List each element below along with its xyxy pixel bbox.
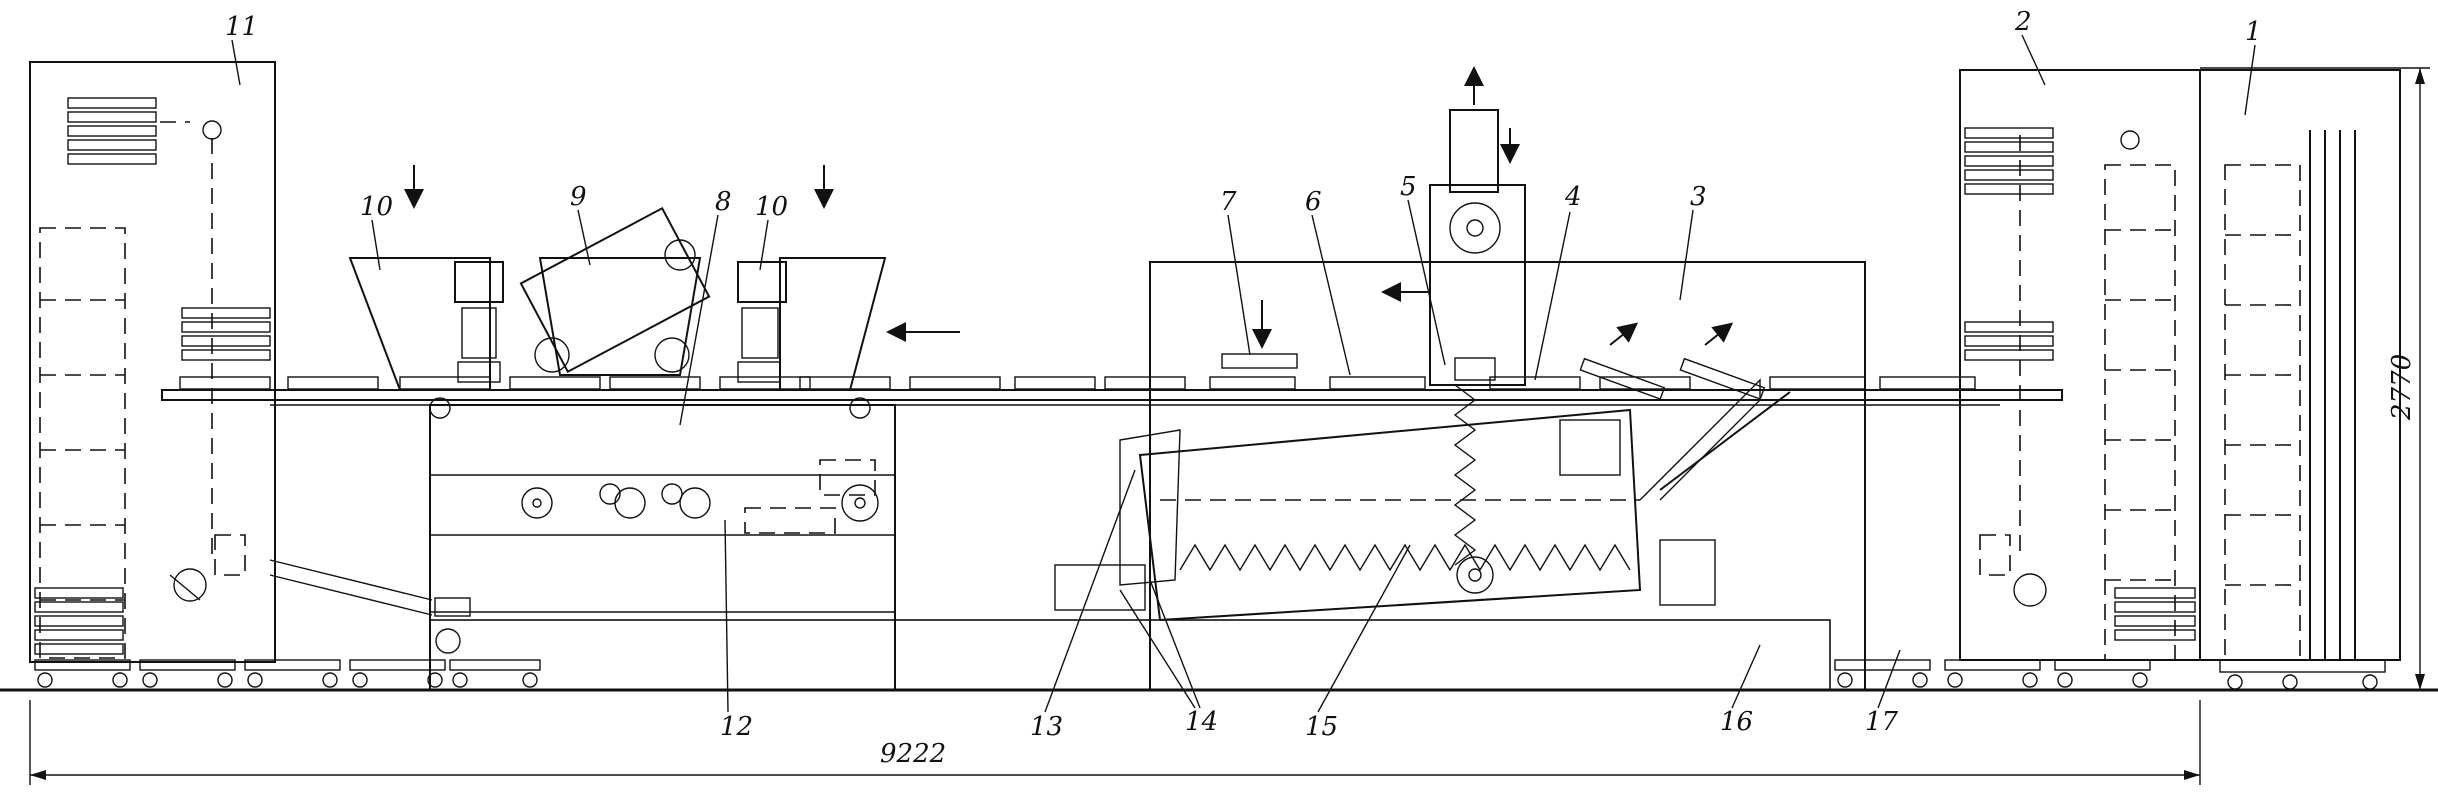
callout-2: 2	[2014, 7, 2032, 37]
dimension-overall-height: 2770	[2200, 67, 2430, 690]
dimension-height-label: 2770	[2387, 354, 2417, 421]
callout-9: 9	[570, 182, 587, 212]
right-rack-stacker	[1834, 69, 2201, 688]
drive-cabinet	[269, 397, 1831, 691]
deflector-4	[1579, 357, 1766, 400]
callout-4: 4	[1564, 182, 1582, 212]
callout-17: 17	[1865, 707, 1899, 737]
callout-3: 3	[1690, 182, 1707, 212]
dimension-overall-length: 9222	[29, 700, 2201, 785]
callout-10b: 10	[755, 192, 788, 222]
callout-14: 14	[1185, 707, 1218, 737]
dough-divider-left	[348, 257, 504, 391]
callout-10a: 10	[360, 192, 393, 222]
callout-12: 12	[720, 712, 753, 742]
flow-arrow	[1704, 322, 1734, 346]
callout-8: 8	[715, 187, 732, 217]
callout-1: 1	[2245, 17, 2262, 47]
callout-11: 11	[225, 12, 258, 42]
proofing-drum-unit	[1054, 261, 1866, 691]
callout-7: 7	[1220, 187, 1237, 217]
vertical-elevator	[1429, 66, 1526, 594]
callout-5: 5	[1400, 172, 1417, 202]
press-7	[1221, 300, 1298, 369]
dough-divider-right	[737, 257, 887, 391]
dimension-length-label: 9222	[880, 739, 946, 769]
rack-1	[2199, 69, 2401, 690]
left-rack-stacker	[29, 61, 541, 688]
hopper-9	[519, 206, 711, 376]
flow-arrow	[1609, 322, 1639, 346]
callout-16: 16	[1720, 707, 1753, 737]
callout-6: 6	[1305, 187, 1322, 217]
callout-13: 13	[1030, 712, 1063, 742]
callout-15: 15	[1305, 712, 1338, 742]
